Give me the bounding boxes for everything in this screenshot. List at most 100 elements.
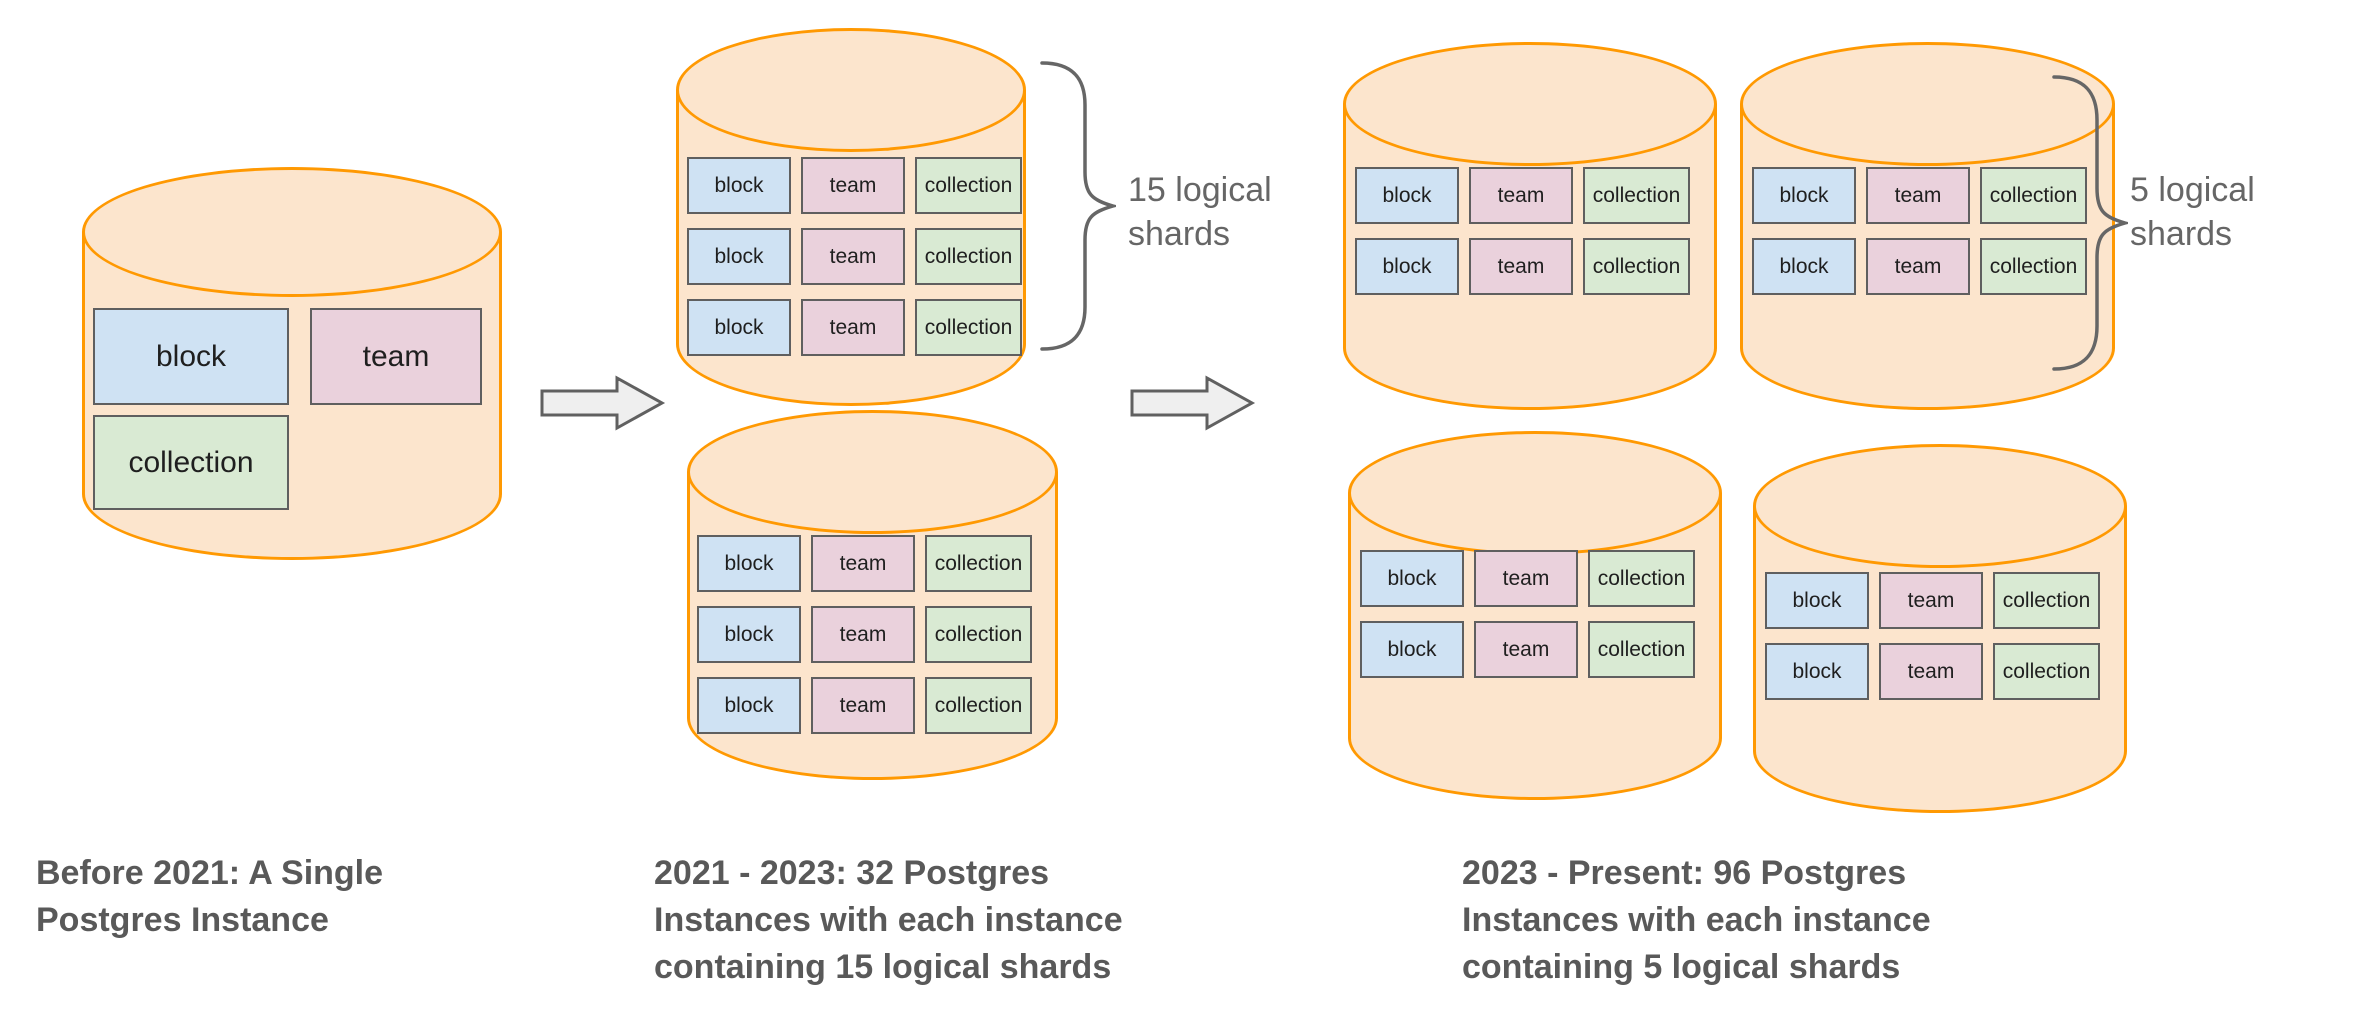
collection-table-label: collection [1597,637,1686,661]
block-table-label: block [1779,254,1829,278]
team-table: team [310,308,482,405]
team-table: team [811,606,915,663]
collection-table: collection [915,157,1022,214]
collection-table: collection [1980,167,2087,224]
block-table-label: block [714,244,764,268]
block-table: block [687,157,791,214]
collection-table-label: collection [2002,588,2091,612]
postgres-instance-cylinder: block team collection block team collect… [676,28,1026,406]
collection-table: collection [1588,621,1695,678]
shard-row: block team collection [687,228,1022,285]
cylinder-top-ellipse [1348,431,1722,555]
block-table: block [1355,238,1459,295]
team-table-label: team [829,244,877,268]
collection-table-label: collection [2002,659,2091,683]
shard-row: block team collection [687,157,1022,214]
team-table: team [1879,572,1983,629]
shard-rows: block team collection block team collect… [1752,167,2087,295]
collection-table: collection [1588,550,1695,607]
postgres-instance-cylinder: block team collection block team collect… [687,410,1058,780]
block-table-label: block [724,551,774,575]
block-table-label: block [1387,566,1437,590]
shard-row: block team collection [1360,550,1695,607]
shard-row: block team collection [687,299,1022,356]
team-table-label: team [1894,254,1942,278]
team-table: team [811,677,915,734]
collection-table-label: collection [924,244,1013,268]
block-table: block [1752,167,1856,224]
team-table-label: team [829,173,877,197]
shard-row: block team collection [697,677,1032,734]
shard-rows: block team collection block team collect… [687,157,1022,356]
postgres-instance-cylinder: block team collection block team collect… [1753,444,2127,813]
shard-rows: block team collection block team collect… [697,535,1032,734]
postgres-instance-cylinder: block team collection block team collect… [1343,42,1717,410]
block-table-label: block [1779,183,1829,207]
shard-row: block team collection [1355,238,1690,295]
block-table-label: block [1792,659,1842,683]
right-arrow-icon [1130,375,1256,431]
cylinder-top-ellipse [1343,42,1717,166]
postgres-instance-cylinder: block team collection block team collect… [1740,42,2115,410]
collection-table-label: collection [128,445,254,479]
single-postgres-cylinder: block team collection [82,167,502,560]
block-table: block [1752,238,1856,295]
collection-table-label: collection [1989,183,2078,207]
block-table: block [1355,167,1459,224]
collection-table-label: collection [924,315,1013,339]
collection-table: collection [1993,643,2100,700]
stage-caption: Before 2021: A Single Postgres Instance [36,854,384,939]
shard-row: block team collection [1765,643,2100,700]
team-table-label: team [1907,659,1955,683]
block-table: block [93,308,289,405]
team-table: team [811,535,915,592]
team-table: team [1866,238,1970,295]
collection-table: collection [1993,572,2100,629]
collection-table: collection [915,299,1022,356]
team-table: team [1474,621,1578,678]
postgres-instance-cylinder: block team collection block team collect… [1348,431,1722,800]
curly-brace-icon [1040,61,1116,351]
shard-row: block team collection [1752,167,2087,224]
team-table-label: team [839,693,887,717]
team-table: team [1474,550,1578,607]
block-table-label: block [1387,637,1437,661]
collection-table-label: collection [934,551,1023,575]
team-table-label: team [839,551,887,575]
block-table: block [1360,550,1464,607]
team-table-label: team [362,339,430,373]
shard-rows: block team collection block team collect… [1355,167,1690,295]
collection-table: collection [1583,238,1690,295]
collection-table: collection [915,228,1022,285]
collection-table-label: collection [934,622,1023,646]
block-table-label: block [724,622,774,646]
collection-table-label: collection [924,173,1013,197]
team-table: team [801,299,905,356]
block-table-label: block [155,339,227,373]
stage-caption: 2023 - Present: 96 Postgres Instances wi… [1462,854,1931,986]
team-table: team [1469,167,1573,224]
block-table: block [697,606,801,663]
block-table: block [697,535,801,592]
team-table-label: team [1894,183,1942,207]
shard-rows: block team collection block team collect… [1360,550,1695,678]
block-table: block [687,299,791,356]
cylinder-top-ellipse [687,410,1058,534]
team-table-label: team [1907,588,1955,612]
block-table-label: block [1792,588,1842,612]
team-table-label: team [1497,183,1545,207]
block-table-label: block [724,693,774,717]
team-table: team [1469,238,1573,295]
team-table: team [801,157,905,214]
collection-table: collection [925,535,1032,592]
collection-table-label: collection [1592,183,1681,207]
block-table-label: block [714,173,764,197]
block-table: block [1765,572,1869,629]
team-table-label: team [829,315,877,339]
team-table: team [801,228,905,285]
shard-row: block team collection [1752,238,2087,295]
stage-caption: 2021 - 2023: 32 Postgres Instances with … [654,854,1123,986]
shard-row: block team collection [697,535,1032,592]
shard-row: block team collection [1355,167,1690,224]
team-table: team [1866,167,1970,224]
